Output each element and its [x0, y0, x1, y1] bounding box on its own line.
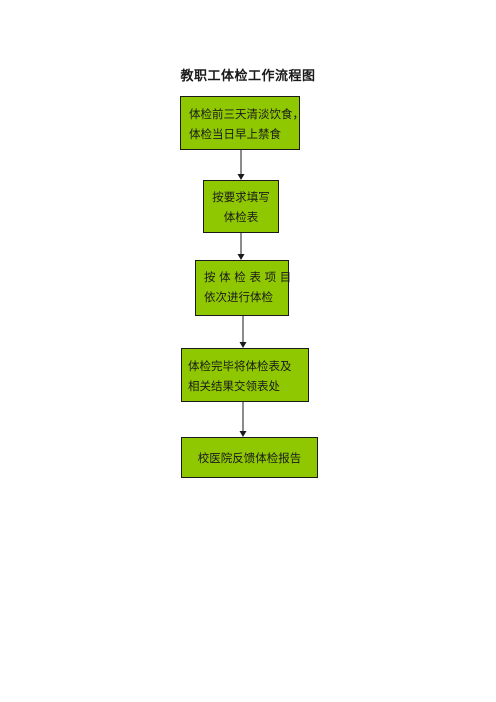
flow-step-4-line-1: 体检完毕将体检表及	[188, 359, 292, 373]
flow-step-1-line-2: 体检当日早上禁食	[189, 127, 281, 141]
flow-step-3-line-2: 依次进行体检	[204, 290, 273, 304]
flow-step-2-line-1: 按要求填写	[212, 190, 270, 204]
flow-step-5-line-1: 校医院反馈体检报告	[197, 450, 302, 465]
flow-step-2-line-2: 体检表	[223, 210, 259, 224]
flow-step-3-line-1: 按 体 检 表 项 目	[204, 270, 292, 284]
flow-step-4: 体检完毕将体检表及 相关结果交领表处	[181, 348, 309, 402]
diagram-title: 教职工体检工作流程图	[180, 69, 316, 84]
flow-step-1-line-1: 体检前三天清淡饮食，	[189, 107, 304, 121]
flow-step-3: 按 体 检 表 项 目 依次进行体检	[195, 260, 292, 316]
flow-arrow-4	[239, 402, 247, 437]
flow-arrow-1	[237, 150, 245, 180]
flow-step-2: 按要求填写 体检表	[203, 180, 279, 233]
flow-step-4-line-2: 相关结果交领表处	[188, 379, 280, 393]
flow-step-1: 体检前三天清淡饮食， 体检当日早上禁食	[180, 96, 304, 150]
flow-arrow-3	[239, 316, 247, 348]
flow-arrow-2	[237, 233, 245, 260]
flow-step-5: 校医院反馈体检报告	[181, 437, 318, 478]
